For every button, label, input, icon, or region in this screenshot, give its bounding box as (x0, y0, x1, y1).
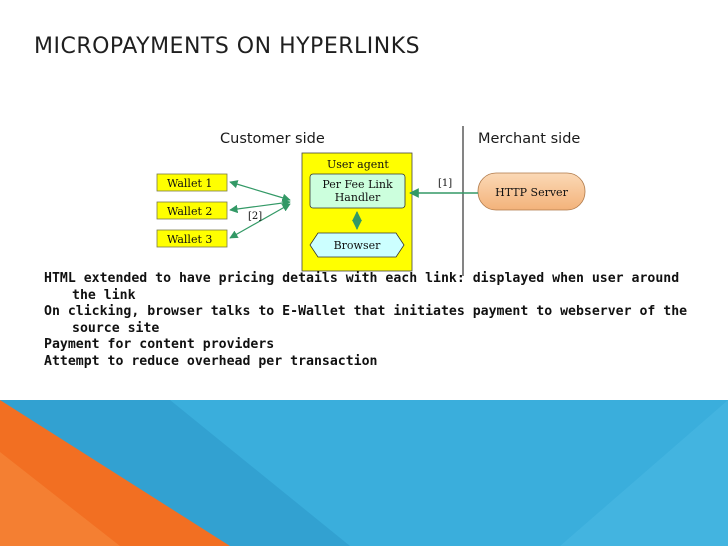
payment-flow-diagram: Customer side Merchant side Wallet 1 Wal… (156, 126, 586, 276)
wallet-1-label: Wallet 1 (167, 177, 212, 190)
bullet-item: HTML extended to have pricing details wi… (44, 271, 680, 303)
wallet-1-box (156, 173, 228, 192)
light-orange-wedge (0, 452, 120, 546)
wallet-3-label: Wallet 3 (167, 233, 212, 246)
wallet-2-label: Wallet 2 (167, 205, 212, 218)
wallet-3-arrow (229, 203, 291, 239)
slide-title: MICROPAYMENTS ON HYPERLINKS (34, 34, 421, 59)
wallet-3-box (156, 229, 228, 248)
browser-box (309, 232, 405, 258)
bullet-list: HTML extended to have pricing details wi… (44, 271, 694, 370)
link-handler-line2: Handler (335, 191, 381, 204)
wallet-1-arrow (229, 180, 291, 202)
customer-side-label: Customer side (220, 131, 325, 147)
link-handler-box (309, 173, 406, 209)
http-server-label: HTTP Server (495, 186, 568, 199)
bullet-item: On clicking, browser talks to E-Wallet t… (44, 304, 688, 336)
merchant-side-label: Merchant side (478, 131, 580, 147)
bullet-item: Attempt to reduce overhead per transacti… (44, 353, 378, 369)
step-2-label: [2] (248, 211, 262, 222)
wallet-2-box (156, 201, 228, 220)
user-agent-label: User agent (327, 158, 389, 171)
light-blue-wedge (560, 400, 728, 546)
decorative-footer (0, 400, 728, 546)
step-1-label: [1] (438, 178, 452, 189)
bullet-item: Payment for content providers (44, 337, 275, 352)
http-server-box (477, 172, 586, 211)
link-handler-line1: Per Fee Link (322, 178, 393, 191)
browser-label: Browser (334, 239, 382, 252)
